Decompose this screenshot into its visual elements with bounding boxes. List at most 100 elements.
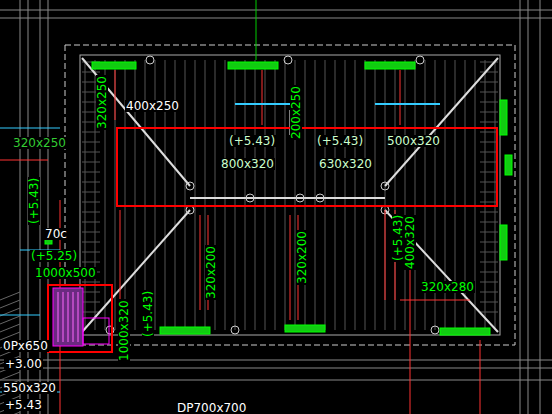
plan-line <box>82 132 100 133</box>
drain-symbol <box>186 182 194 190</box>
plan-line <box>82 182 100 183</box>
dimension-label: (+5.43) <box>392 214 404 262</box>
plan-line <box>0 412 20 414</box>
plan-line <box>480 162 498 163</box>
plan-rect <box>65 45 515 345</box>
plan-line <box>195 60 196 330</box>
plan-line <box>115 60 116 330</box>
drain-symbol <box>316 194 324 202</box>
plan-line <box>325 60 326 330</box>
plan-line <box>385 210 498 332</box>
plan-line <box>0 10 552 11</box>
drain-symbol <box>431 326 439 334</box>
plan-line <box>480 82 498 83</box>
plan-line <box>0 368 552 369</box>
plan-line <box>82 292 100 293</box>
dimension-label: 500x320 <box>386 135 441 147</box>
plan-line <box>0 128 60 129</box>
plan-line <box>82 152 100 153</box>
plan-rect <box>53 288 83 346</box>
plan-line <box>275 60 276 330</box>
plan-line <box>480 242 498 243</box>
drain-symbol <box>146 56 154 64</box>
plan-rect <box>440 328 490 335</box>
plan-line <box>375 103 440 105</box>
plan-line <box>82 142 100 143</box>
plan-line <box>0 300 20 308</box>
plan-line <box>82 192 100 193</box>
plan-line <box>480 92 498 93</box>
plan-line <box>305 60 306 330</box>
dimension-label: (+5.43) <box>316 135 364 147</box>
plan-line <box>480 182 498 183</box>
drain-symbol <box>381 182 389 190</box>
plan-line <box>200 215 201 310</box>
dimension-label: 550x320 <box>2 382 57 394</box>
plan-line <box>480 202 498 203</box>
plan-line <box>0 332 20 340</box>
plan-line <box>495 60 496 330</box>
plan-line <box>82 312 100 313</box>
plan-line <box>82 58 190 186</box>
plan-line <box>480 262 498 263</box>
plan-rect <box>160 327 210 334</box>
plan-line <box>255 60 256 330</box>
plan-line <box>410 270 411 414</box>
plan-line <box>82 202 100 203</box>
drain-symbol <box>416 56 424 64</box>
plan-line <box>82 212 100 213</box>
plan-line <box>235 60 236 330</box>
plan-rect <box>117 128 497 206</box>
dimension-label: (+5.25) <box>30 250 78 262</box>
dimension-label: (+5.43) <box>28 177 40 225</box>
plan-line <box>480 122 498 123</box>
drain-symbol <box>284 56 292 64</box>
drain-symbol <box>246 194 254 202</box>
plan-line <box>82 172 100 173</box>
plan-line <box>485 60 486 330</box>
plan-line <box>480 172 498 173</box>
plan-line <box>0 292 20 300</box>
plan-line <box>82 242 100 243</box>
plan-line <box>0 372 20 380</box>
plan-line <box>82 252 100 253</box>
plan-line <box>415 60 416 330</box>
dimension-label: +3.00 <box>4 358 43 370</box>
plan-line <box>480 252 498 253</box>
plan-rect <box>228 62 278 69</box>
plan-line <box>0 160 48 161</box>
plan-line <box>480 112 498 113</box>
plan-line <box>315 60 316 330</box>
plan-line <box>190 197 385 199</box>
plan-line <box>395 60 396 330</box>
plan-line <box>0 18 552 19</box>
plan-line <box>520 0 521 414</box>
plan-line <box>480 222 498 223</box>
plan-line <box>290 215 291 320</box>
plan-line <box>85 60 86 330</box>
dimension-label: 200x250 <box>290 85 302 140</box>
plan-line <box>480 340 481 414</box>
plan-rect <box>500 100 507 135</box>
plan-line <box>480 192 498 193</box>
dimension-label: 400x320 <box>404 215 416 270</box>
dimension-label: 320x250 <box>96 75 108 130</box>
dimension-label: 1000x320 <box>118 299 130 362</box>
plan-line <box>0 380 552 381</box>
plan-line <box>82 162 100 163</box>
plan-line <box>480 282 498 283</box>
plan-line <box>365 60 366 330</box>
plan-line <box>480 152 498 153</box>
plan-line <box>0 316 20 324</box>
dimension-label: (+5.43) <box>142 290 154 338</box>
plan-rect <box>48 285 112 352</box>
plan-rect <box>83 318 109 344</box>
dimension-label: 320x280 <box>420 281 475 293</box>
plan-rect <box>365 62 415 69</box>
plan-line <box>480 102 498 103</box>
plan-line <box>385 60 386 330</box>
plan-line <box>480 302 498 303</box>
plan-line <box>185 60 186 330</box>
dimension-label: +5.43 <box>4 399 43 411</box>
